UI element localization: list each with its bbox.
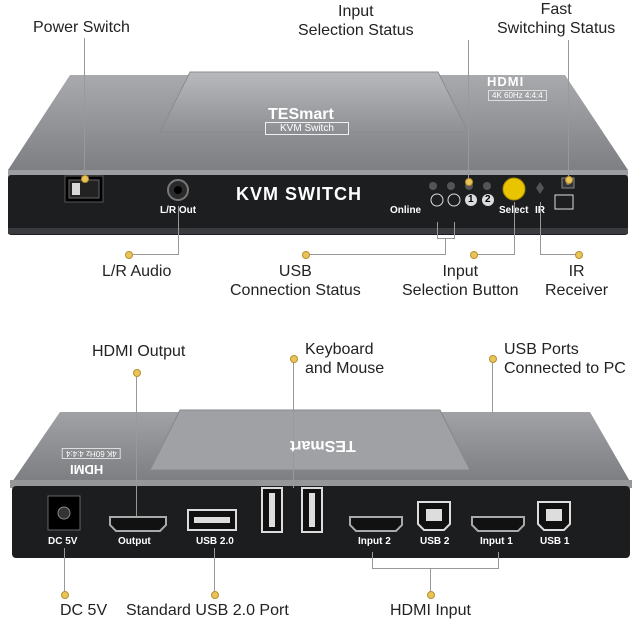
leader-lr-audio-dot	[125, 251, 133, 259]
leader-std-usb-dot	[211, 591, 219, 599]
leader-usb-status-h	[437, 238, 455, 239]
leader-power-dot	[81, 175, 89, 183]
rear-input1-label: Input 1	[480, 536, 513, 547]
hdmi-logo-rear: HDMI	[70, 462, 104, 477]
leader-hdmi-in-r	[498, 552, 499, 568]
rear-usb2-label: USB 2	[420, 536, 450, 547]
leader-dc5v	[64, 548, 65, 594]
leader-input-status-dot	[465, 178, 473, 186]
callout-lr-audio: L/R Audio	[102, 263, 172, 280]
callout-hdmi-output: HDMI Output	[92, 343, 186, 360]
rear-dc5v-label: DC 5V	[48, 536, 78, 547]
callout-input-selection-button: Input Selection Button	[402, 263, 519, 299]
leader-power	[84, 38, 85, 178]
callout-ir-receiver: IR Receiver	[545, 263, 609, 299]
callout-power-switch: Power Switch	[33, 19, 130, 36]
leader-lr-audio	[128, 254, 178, 255]
callout-standard-usb: Standard USB 2.0 Port	[126, 602, 289, 619]
kvm-switch-title: KVM SWITCH	[236, 184, 362, 204]
rear-usb20-label: USB 2.0	[196, 536, 234, 547]
leader-hdmi-in-l	[372, 552, 373, 568]
online-label: Online	[390, 205, 422, 216]
leader-hdmi-in-h	[372, 568, 499, 569]
leader-ir-h	[540, 254, 578, 255]
leader-ir-v	[540, 202, 541, 254]
brand-rear: TESmart	[290, 437, 356, 454]
rear-usb1-label: USB 1	[540, 536, 570, 547]
rear-kvm-device	[10, 409, 632, 558]
leader-usb-pc	[492, 358, 493, 414]
brand-front: TESmart	[268, 106, 334, 123]
leader-input-status	[468, 40, 469, 180]
leader-usb-status-v	[445, 238, 446, 254]
leader-fast-switch-dot	[565, 176, 573, 184]
leader-kbm-dot	[290, 355, 298, 363]
leader-select-dot	[470, 251, 478, 259]
callout-usb-connection-status: USB Connection Status	[230, 263, 361, 299]
leader-usb-status-bracket	[437, 222, 438, 238]
rear-panel-features	[47, 487, 571, 533]
leader-usb-status-h2	[305, 254, 446, 255]
leader-std-usb	[214, 548, 215, 594]
callout-keyboard-mouse: Keyboard and Mouse	[305, 341, 385, 377]
callout-hdmi-input: HDMI Input	[390, 602, 471, 619]
leader-fast-switch	[568, 40, 569, 178]
leader-usb-status-dot	[302, 251, 310, 259]
brand-sub-front: KVM Switch	[265, 122, 349, 135]
leader-usb-pc-dot	[489, 355, 497, 363]
leader-ir-dot	[575, 251, 583, 259]
port2-indicator-label: 2	[485, 194, 491, 205]
port1-indicator-label: 1	[468, 194, 474, 205]
leader-hdmi-in-dot	[427, 591, 435, 599]
leader-hdmi-output-dot	[133, 369, 141, 377]
callout-input-selection-status: Input Selection Status	[298, 3, 414, 39]
leader-dc5v-dot	[61, 591, 69, 599]
callout-usb-ports-pc: USB Ports Connected to PC	[504, 341, 626, 377]
leader-select-v	[514, 202, 515, 254]
hdmi-spec-rear: 4K 60Hz 4:4:4	[62, 448, 121, 459]
leader-hdmi-in-v	[430, 568, 431, 594]
leader-lr-audio-v	[178, 206, 179, 255]
rear-output-label: Output	[118, 536, 151, 547]
rear-input2-label: Input 2	[358, 536, 391, 547]
hdmi-logo-front: HDMI	[487, 74, 525, 89]
leader-usb-status-bracket2	[454, 222, 455, 238]
leader-hdmi-output	[136, 372, 137, 516]
callout-fast-switching-status: Fast Switching Status	[497, 1, 616, 37]
leader-select-h	[472, 254, 515, 255]
callout-dc5v: DC 5V	[60, 602, 108, 619]
leader-kbm	[293, 358, 294, 488]
select-label: Select	[499, 205, 528, 216]
front-panel-features	[64, 175, 575, 210]
hdmi-spec-front: 4K 60Hz 4:4:4	[488, 90, 547, 101]
front-kvm-device	[8, 71, 628, 235]
